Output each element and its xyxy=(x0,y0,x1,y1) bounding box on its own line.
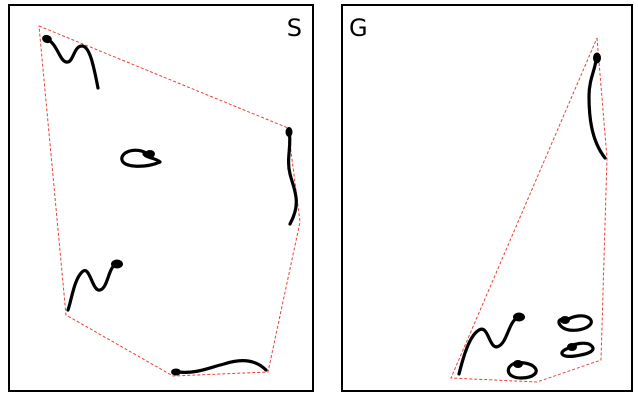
panel-s: S xyxy=(8,4,314,392)
convex-hull-s xyxy=(38,25,301,377)
panel-label: G xyxy=(349,14,368,42)
worm xyxy=(42,34,100,90)
panel-label: S xyxy=(286,14,302,42)
worm-curled xyxy=(120,148,162,168)
convex-hull-g xyxy=(450,37,608,383)
panel-g-canvas xyxy=(450,37,608,383)
worm xyxy=(66,259,123,312)
panel-g: G xyxy=(341,4,633,392)
worm xyxy=(285,127,298,226)
worm-curled xyxy=(557,314,593,332)
worm-curled xyxy=(560,341,595,358)
worm-curled xyxy=(506,360,538,380)
worm xyxy=(171,359,268,376)
worm xyxy=(587,52,607,160)
panel-s-canvas xyxy=(38,25,301,377)
worm xyxy=(457,312,525,376)
